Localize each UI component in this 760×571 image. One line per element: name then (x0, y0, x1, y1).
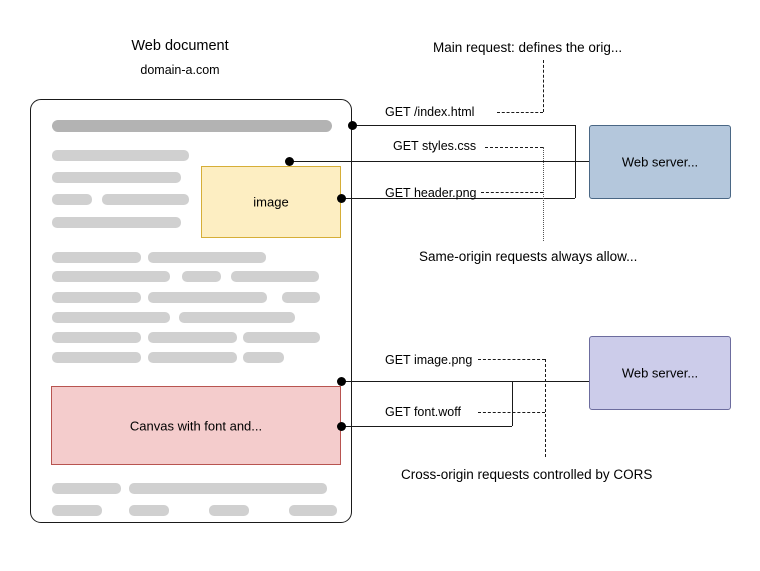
note-main-request: Main request: defines the orig... (433, 40, 623, 55)
placeholder-bar (243, 332, 320, 343)
placeholder-bar (52, 172, 181, 183)
placeholder-bar (52, 483, 121, 494)
anchor-dot-index-html (347, 120, 357, 130)
placeholder-bar (52, 150, 189, 161)
web-server-same-origin: Web server... (589, 125, 731, 199)
placeholder-bar (52, 312, 170, 323)
document-domain-label: domain-a.com (140, 63, 220, 77)
request-label-styles-css: GET styles.css (393, 139, 477, 153)
web-server-cross-origin: Web server... (589, 336, 731, 410)
placeholder-bar (52, 120, 332, 132)
connector-font-woff (341, 426, 512, 427)
request-label-header-png: GET header.png (385, 186, 477, 200)
callout-line-same-origin (543, 147, 544, 241)
request-label-font-woff: GET font.woff (385, 405, 461, 419)
placeholder-bar (148, 352, 237, 363)
connector-header-png (341, 198, 575, 199)
placeholder-bar (52, 505, 102, 516)
leader-dash-index-html (497, 112, 543, 113)
note-cross-origin: Cross-origin requests controlled by CORS (401, 467, 653, 482)
page-title: Web document (131, 38, 229, 54)
placeholder-bar (148, 332, 237, 343)
placeholder-bar (52, 292, 141, 303)
placeholder-bar (289, 505, 337, 516)
callout-line-main-request (543, 60, 544, 112)
anchor-dot-font-woff (336, 421, 346, 431)
placeholder-bar (52, 352, 141, 363)
placeholder-bar (129, 505, 169, 516)
placeholder-bar (148, 252, 266, 263)
leader-dash-styles-css (485, 147, 543, 148)
placeholder-bar (52, 252, 141, 263)
placeholder-bar (179, 312, 295, 323)
connector-join-same-origin (575, 125, 576, 198)
anchor-dot-styles-css (284, 156, 294, 166)
server-label: Web server... (621, 365, 699, 381)
note-same-origin: Same-origin requests always allow... (419, 249, 638, 264)
placeholder-bar (52, 217, 181, 228)
placeholder-bar (209, 505, 249, 516)
image-element-box: image (201, 166, 341, 238)
image-box-label: image (253, 194, 289, 210)
placeholder-bar (243, 352, 284, 363)
callout-line-cross-origin (545, 359, 546, 457)
request-label-image-png: GET image.png (385, 353, 473, 367)
connector-index-html (352, 125, 575, 126)
connector-styles-css (289, 161, 589, 162)
connector-join-cross-origin (512, 381, 513, 426)
placeholder-bar (102, 194, 189, 205)
leader-dash-header-png (481, 192, 543, 193)
placeholder-bar (231, 271, 319, 282)
canvas-element-box: Canvas with font and... (51, 386, 341, 465)
placeholder-bar (129, 483, 327, 494)
server-label: Web server... (621, 154, 699, 170)
placeholder-bar (52, 194, 92, 205)
request-label-index-html: GET /index.html (385, 105, 475, 119)
placeholder-bar (52, 332, 141, 343)
leader-dash-image-png (478, 359, 545, 360)
placeholder-bar (148, 292, 267, 303)
leader-dash-font-woff (478, 412, 545, 413)
connector-image-png (341, 381, 589, 382)
placeholder-bar (52, 271, 170, 282)
placeholder-bar (282, 292, 320, 303)
anchor-dot-image-png (336, 376, 346, 386)
anchor-dot-header-png (336, 193, 346, 203)
placeholder-bar (182, 271, 221, 282)
canvas-box-label: Canvas with font and... (129, 418, 263, 433)
